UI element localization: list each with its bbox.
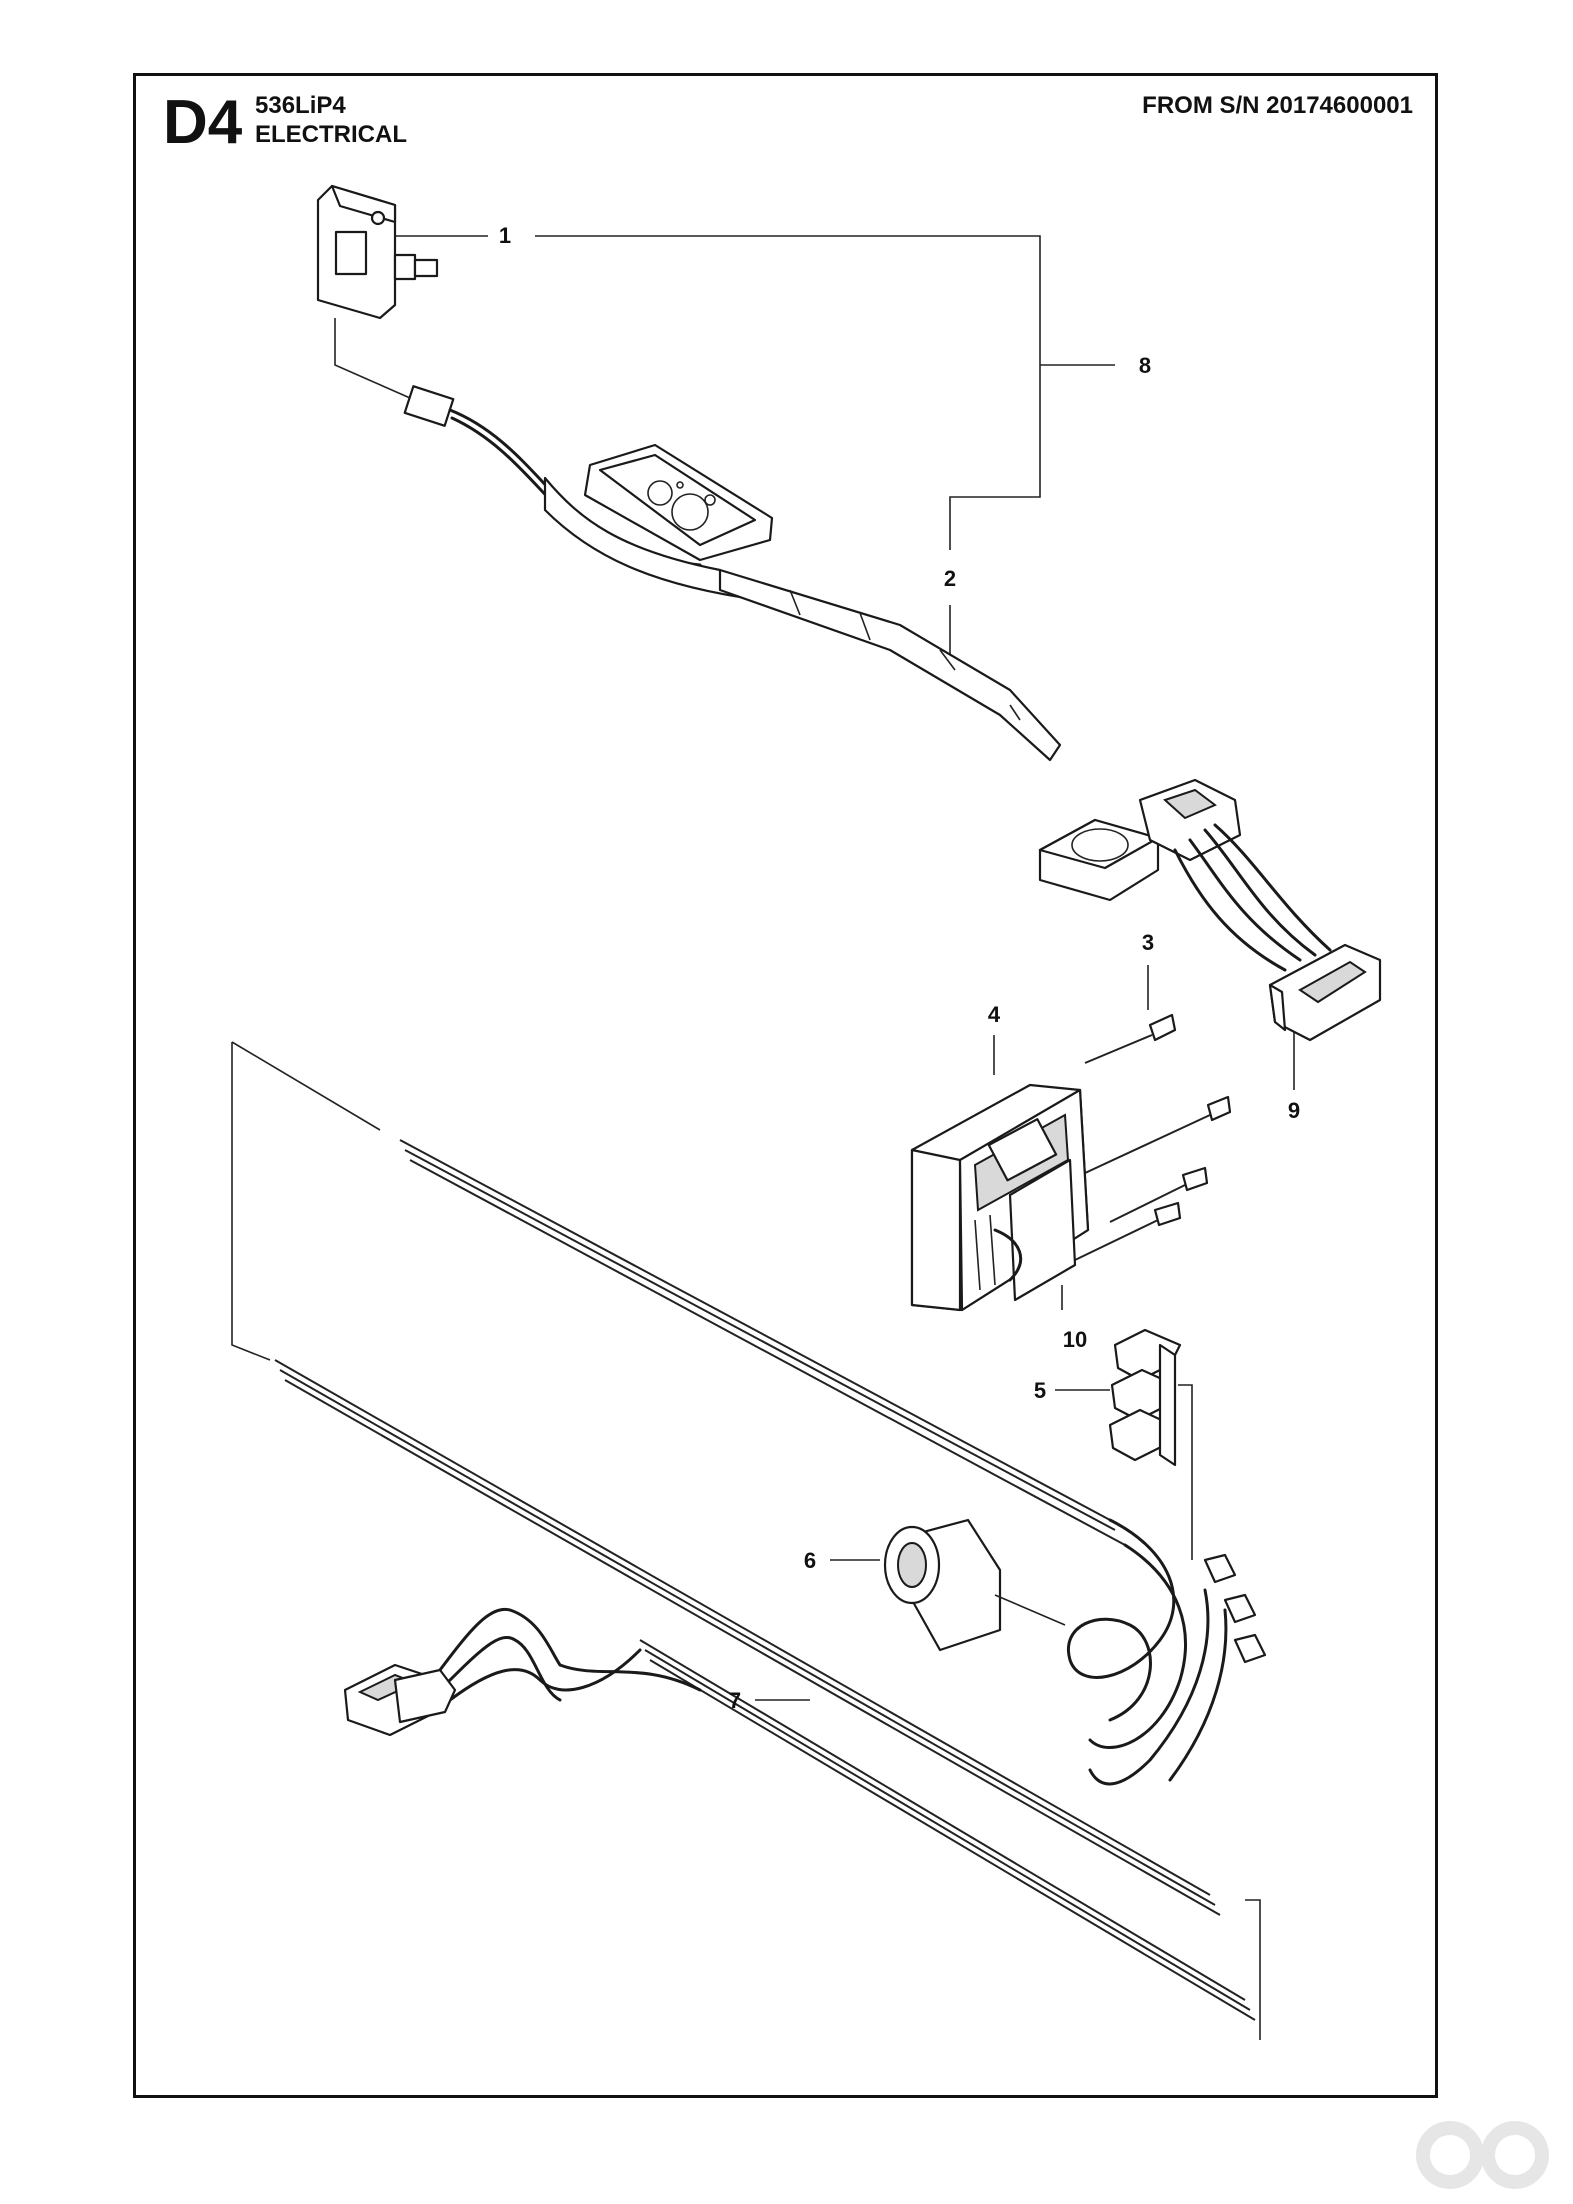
screw-parts bbox=[1069, 1013, 1232, 1261]
callout-labels: 1 2 3 4 5 6 7 8 9 10 bbox=[499, 223, 1300, 1713]
callout-3: 3 bbox=[1142, 930, 1154, 955]
callout-5: 5 bbox=[1034, 1378, 1046, 1403]
section-code: D4 bbox=[163, 88, 243, 157]
plug-connector-part bbox=[1268, 943, 1382, 1042]
callout-10: 10 bbox=[1063, 1327, 1087, 1352]
serial-reference: FROM S/N 20174600001 bbox=[1142, 92, 1413, 119]
callout-1: 1 bbox=[499, 223, 511, 248]
callout-9: 9 bbox=[1288, 1098, 1300, 1123]
control-module-part bbox=[910, 1083, 1090, 1312]
terminal-clips-part bbox=[1108, 1328, 1193, 1560]
leader-lines bbox=[375, 235, 1295, 1701]
battery-cable-part bbox=[343, 1607, 702, 1737]
model-name: 536LiP4 bbox=[255, 92, 346, 119]
callout-7: 7 bbox=[729, 1688, 741, 1713]
group-name: ELECTRICAL bbox=[255, 121, 407, 148]
battery-cable-lines bbox=[231, 1041, 1267, 2040]
diagram-frame bbox=[133, 73, 1438, 2098]
logo-watermark-icon bbox=[1416, 2121, 1549, 2189]
ferrite-ring-part bbox=[883, 1518, 1066, 1652]
callout-6: 6 bbox=[804, 1548, 816, 1573]
callout-4: 4 bbox=[988, 1002, 1001, 1027]
switch-part bbox=[316, 184, 439, 399]
callout-2: 2 bbox=[944, 566, 956, 591]
callout-8: 8 bbox=[1139, 353, 1151, 378]
wiring-harness-part bbox=[403, 385, 1332, 972]
